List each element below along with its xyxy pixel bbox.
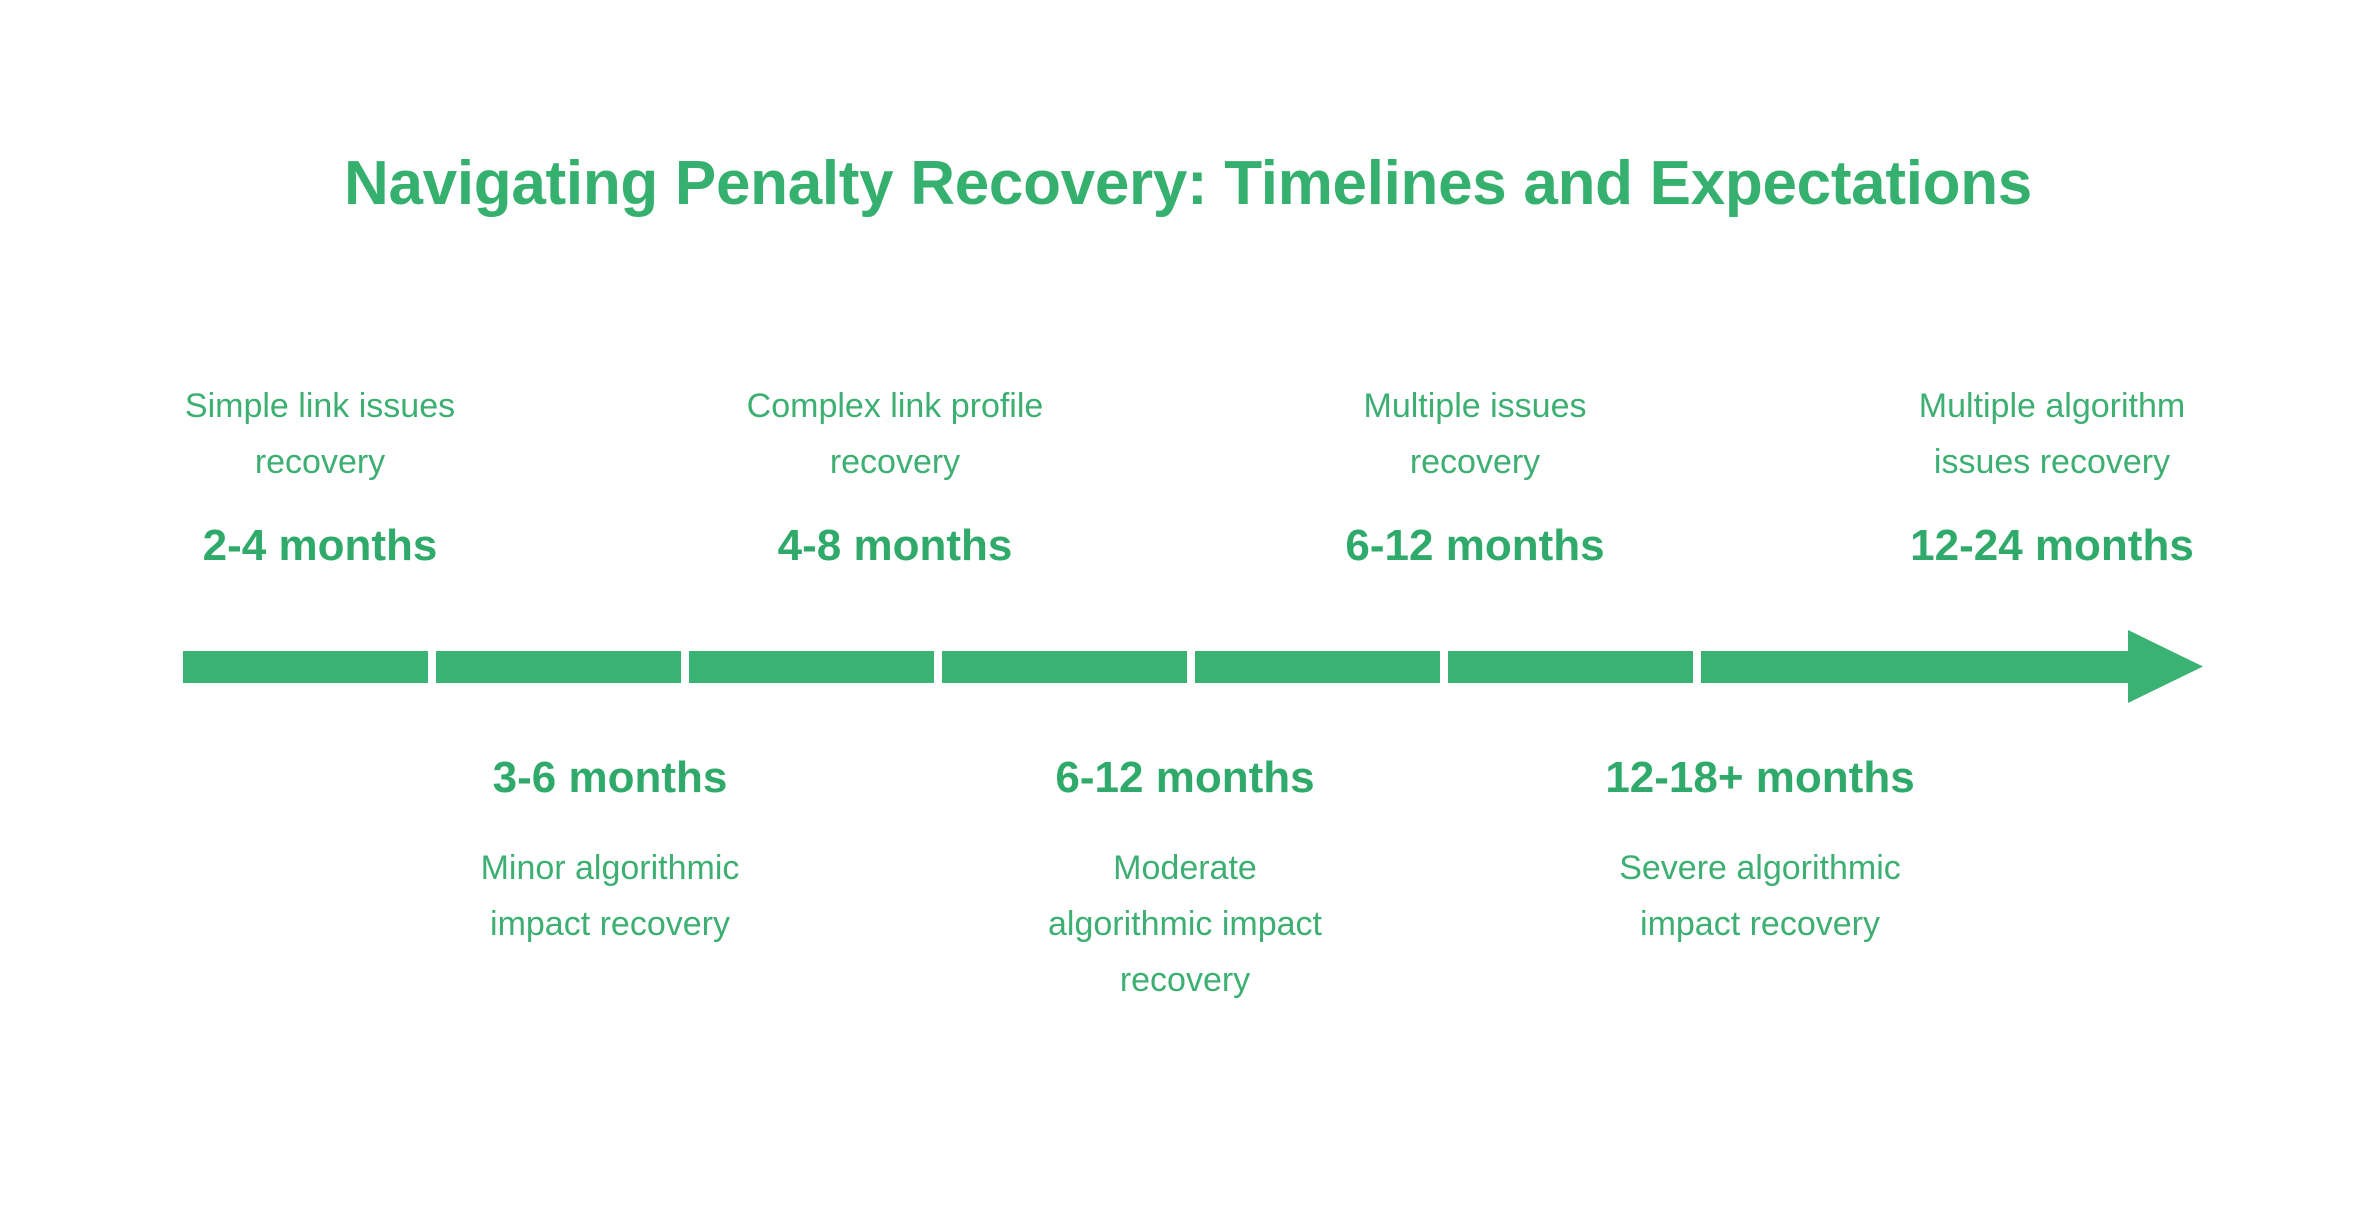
timeline-segment-5 [1195,651,1440,683]
top-marker-4-description: Multiple algorithm issues recovery [1852,378,2252,490]
top-marker-3: Multiple issues recovery 6-12 months [1275,378,1675,572]
top-marker-3-description: Multiple issues recovery [1275,378,1675,490]
text-line: recovery [254,443,386,481]
top-marker-1-duration: 2-4 months [202,521,438,570]
text-line: recovery [1119,961,1251,999]
bottom-marker-2: 6-12 months Moderate algorithmic impact … [985,752,1385,1008]
page-title: Navigating Penalty Recovery: Timelines a… [344,149,2032,218]
top-marker-row: Simple link issues recovery 2-4 months C… [0,378,2376,598]
top-marker-2-description: Complex link profile recovery [695,378,1095,490]
timeline-arrow-svg [183,630,2203,703]
text-line: recovery [829,443,961,481]
text-line: Moderate [1113,849,1257,887]
bottom-marker-3: 12-18+ months Severe algorithmic impact … [1560,752,1960,952]
bottom-marker-3-description: Severe algorithmic impact recovery [1560,840,1960,952]
top-marker-2-duration: 4-8 months [777,521,1013,570]
top-marker-3-duration: 6-12 months [1345,521,1605,570]
timeline-segment-4 [942,651,1187,683]
bottom-marker-row: 3-6 months Minor algorithmic impact reco… [0,752,2376,1032]
timeline-segment-6 [1448,651,1693,683]
text-line: impact recovery [490,905,730,943]
bottom-marker-2-duration: 6-12 months [1055,753,1315,802]
text-line: Simple link issues [184,387,456,425]
text-line: Minor algorithmic [480,849,740,887]
text-line: algorithmic impact [1048,905,1322,943]
bottom-marker-1-description: Minor algorithmic impact recovery [410,840,810,952]
bottom-marker-1-duration: 3-6 months [492,753,728,802]
text-line: issues recovery [1933,443,2171,481]
bottom-marker-1: 3-6 months Minor algorithmic impact reco… [410,752,810,952]
text-line: Multiple issues [1363,387,1587,425]
text-line: Multiple algorithm [1918,387,2186,425]
timeline-segment-7-with-arrowhead [1701,630,2203,703]
top-marker-2: Complex link profile recovery 4-8 months [695,378,1095,572]
top-marker-1: Simple link issues recovery 2-4 months [120,378,520,572]
timeline-arrow [183,622,2203,710]
text-line: recovery [1409,443,1541,481]
text-line: Complex link profile [746,387,1044,425]
text-line: Severe algorithmic [1619,849,1901,887]
top-marker-1-description: Simple link issues recovery [120,378,520,490]
timeline-segment-2 [436,651,681,683]
bottom-marker-3-duration: 12-18+ months [1605,753,1915,802]
timeline-segment-1 [183,651,428,683]
text-line: impact recovery [1640,905,1880,943]
top-marker-4-duration: 12-24 months [1910,521,2194,570]
timeline-segment-3 [689,651,934,683]
top-marker-4: Multiple algorithm issues recovery 12-24… [1852,378,2252,572]
bottom-marker-2-description: Moderate algorithmic impact recovery [985,840,1385,1008]
